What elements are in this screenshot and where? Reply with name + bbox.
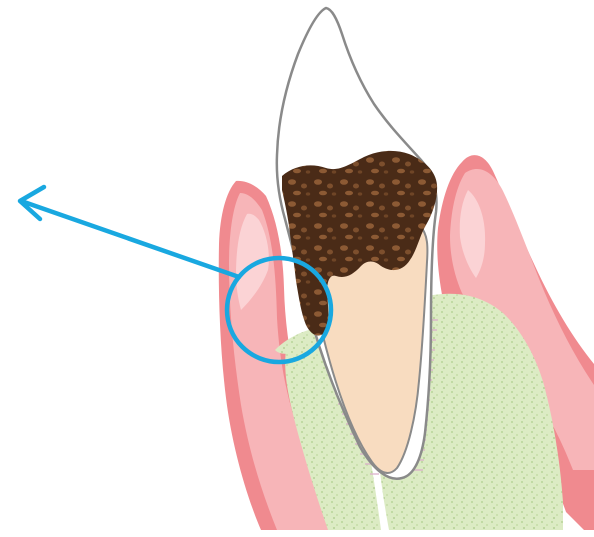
pointer-arrow bbox=[20, 187, 239, 277]
